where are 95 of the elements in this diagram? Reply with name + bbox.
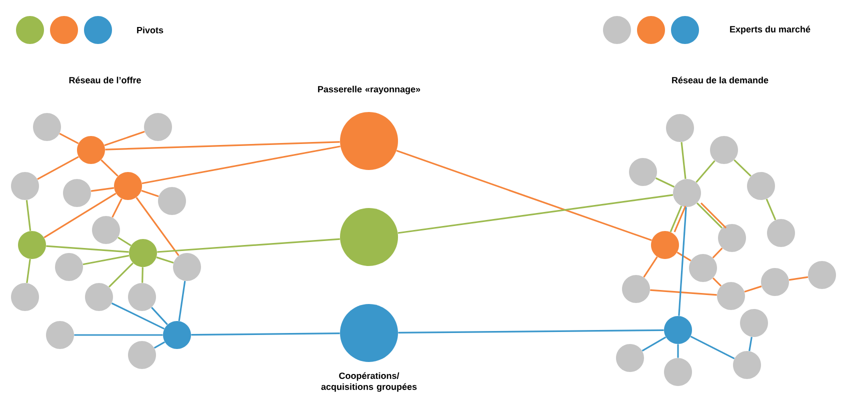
network-node (128, 341, 156, 369)
legend-label: Pivots (137, 26, 164, 34)
connector-line (643, 256, 658, 278)
connector-line (734, 159, 752, 177)
network-node (63, 179, 91, 207)
connector-line (108, 262, 134, 288)
network-node (144, 113, 172, 141)
connector-line (680, 142, 686, 179)
network-node (629, 158, 657, 186)
connector-line (141, 190, 159, 198)
network-node (616, 344, 644, 372)
connector-line (678, 207, 687, 316)
network-node (664, 316, 692, 344)
connector-line (90, 187, 114, 192)
connector-line (700, 202, 727, 229)
network-node (740, 309, 768, 337)
network-node (710, 136, 738, 164)
network-node (747, 172, 775, 200)
connector-line (26, 200, 32, 231)
network-node (77, 136, 105, 164)
connector-line (396, 150, 652, 242)
node-caption: Passerelle «rayonnage» (318, 86, 420, 94)
network-node (340, 208, 398, 266)
network-title: Réseau de l’offre (69, 76, 141, 84)
network-node (340, 112, 398, 170)
legend-label: Experts du marché (730, 26, 810, 34)
connector-line (157, 238, 340, 253)
network-node (340, 304, 398, 362)
connector-line (44, 192, 116, 238)
connector-line (766, 198, 776, 220)
network-node (128, 283, 156, 311)
node-caption: Coopérations/ acquisitions groupées (321, 372, 417, 392)
connector-line (26, 258, 31, 284)
connector-line (676, 252, 692, 262)
connector-line (156, 256, 174, 264)
connector-line (178, 280, 186, 322)
network-node (33, 113, 61, 141)
network-node (55, 253, 83, 281)
connector-line (191, 332, 340, 336)
network-node (651, 231, 679, 259)
connector-line (74, 334, 163, 336)
network-node (114, 172, 142, 200)
connector-line (151, 306, 168, 326)
connector-line (37, 156, 79, 180)
connector-line (696, 160, 716, 183)
connector-line (642, 336, 666, 352)
network-node (46, 321, 74, 349)
connector-line (100, 159, 118, 177)
connector-line (748, 336, 752, 352)
network-node (717, 282, 745, 310)
network-node (85, 283, 113, 311)
connector-line (142, 146, 340, 184)
connector-line (650, 289, 717, 296)
network-node (718, 224, 746, 252)
connector-line (136, 197, 180, 256)
connector-line (712, 248, 723, 258)
connector-line (154, 341, 166, 349)
network-title: Réseau de la demande (672, 76, 768, 84)
network-node (11, 172, 39, 200)
connector-line (104, 130, 145, 146)
network-node (808, 261, 836, 289)
connector-line (744, 286, 762, 292)
connector-line (82, 254, 130, 266)
connector-line (111, 302, 165, 330)
network-node (158, 187, 186, 215)
network-node (11, 283, 39, 311)
connector-line (696, 202, 723, 229)
connector-line (398, 329, 664, 334)
connector-line (712, 277, 722, 287)
network-node (761, 268, 789, 296)
network-node (163, 321, 191, 349)
connector-line (677, 344, 679, 358)
network-node (664, 358, 692, 386)
connector-line (398, 194, 674, 234)
connector-line (690, 336, 735, 360)
connector-line (674, 206, 686, 232)
connector-line (788, 276, 808, 281)
connector-line (105, 141, 340, 150)
connector-line (670, 206, 682, 232)
network-node (622, 275, 650, 303)
connector-line (118, 236, 132, 246)
network-node (18, 231, 46, 259)
network-node (733, 351, 761, 379)
connector-line (112, 198, 122, 218)
network-node (689, 254, 717, 282)
connector-line (655, 177, 675, 188)
network-node (673, 179, 701, 207)
network-node (666, 114, 694, 142)
network-node (767, 219, 795, 247)
connector-line (142, 267, 144, 283)
connector-line (46, 245, 129, 253)
connector-line (59, 132, 79, 144)
network-node (92, 216, 120, 244)
network-node (129, 239, 157, 267)
network-node (173, 253, 201, 281)
